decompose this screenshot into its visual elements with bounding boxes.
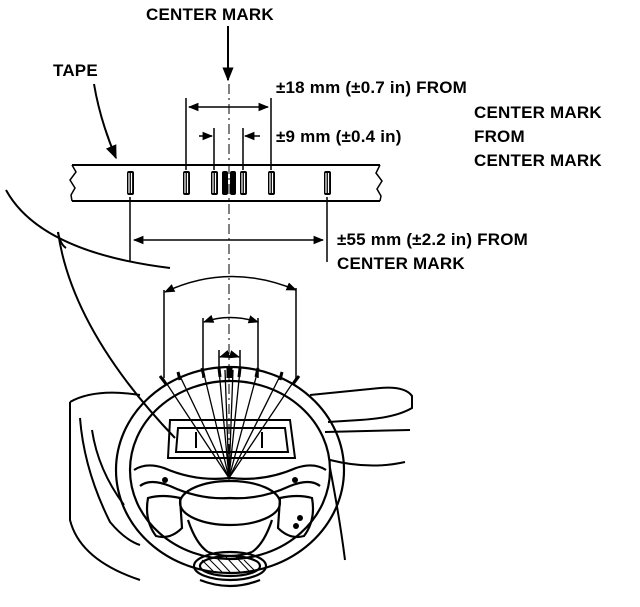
- dashboard: [69, 386, 413, 581]
- tape-mark-right-9: [240, 171, 247, 195]
- tape-strip: [69, 164, 383, 202]
- dim-9mm-label: ±9 mm (±0.4 in): [276, 127, 402, 146]
- angle-dimensions: [163, 275, 297, 378]
- dim-9mm-from-label: FROM: [474, 127, 525, 146]
- tape-mark-center-left: [222, 171, 228, 195]
- tape-mark-left-9: [211, 171, 218, 195]
- tape-mark-right-18: [268, 171, 275, 195]
- dim-9mm-label-line2: CENTER MARK: [474, 151, 602, 170]
- dim-9mm: [199, 128, 260, 170]
- tape-sweep-curve: [5, 189, 171, 269]
- tape-arrow: [93, 83, 117, 160]
- tape-mark-left-18: [183, 171, 190, 195]
- dim-18mm: [185, 98, 272, 170]
- dim-55mm: [129, 197, 328, 262]
- dim-18mm-label-line2: CENTER MARK: [474, 103, 602, 122]
- dim-55mm-label-line2: CENTER MARK: [337, 254, 465, 273]
- center-mark-label: CENTER MARK: [146, 5, 274, 24]
- dim-55mm-label: ±55 mm (±2.2 in) FROM: [337, 230, 529, 249]
- wheel-radial-lines: [162, 369, 297, 479]
- tape-mark-center-right: [230, 171, 236, 195]
- tape-label: TAPE: [53, 61, 98, 80]
- tape-mark-right-55: [324, 171, 331, 195]
- dim-18mm-label: ±18 mm (±0.7 in) FROM: [276, 78, 468, 97]
- tape-mark-left-55: [127, 171, 134, 195]
